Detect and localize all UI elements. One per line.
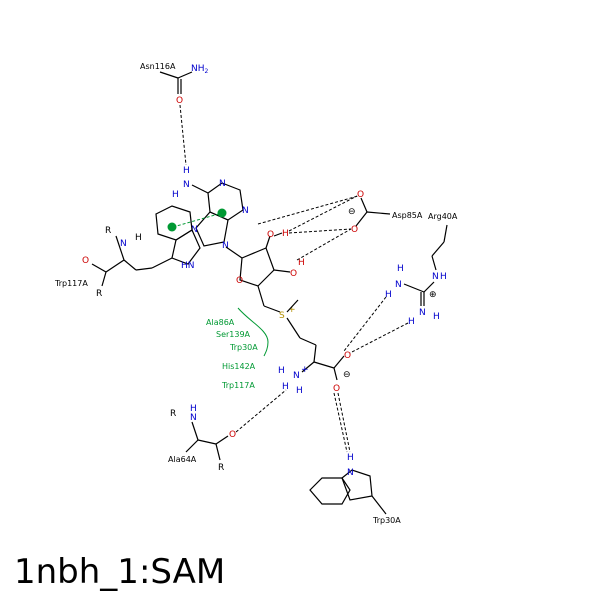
ribose-h3: H xyxy=(282,229,289,239)
asn116-label: Asn116A xyxy=(140,62,176,71)
hydrophobic-his142: His142A xyxy=(222,362,256,371)
hbond-asp85-b xyxy=(288,228,352,234)
sulfur-charge: + xyxy=(288,305,296,315)
residue-arg40: Arg40A N H H N H N H H ⊕ xyxy=(385,212,458,327)
trp117-indole-nh: HN xyxy=(181,261,195,271)
arg40-h1: H xyxy=(397,264,404,274)
hbond-asp85-c xyxy=(296,228,352,261)
amine-h2: H xyxy=(282,382,289,392)
ala64-oxygen: O xyxy=(229,430,236,440)
hydrophobic-ser139: Ser139A xyxy=(216,330,251,339)
hbond-asp85-a xyxy=(288,195,358,232)
hbond-ala64 xyxy=(235,389,287,433)
ribose: O O H O H xyxy=(225,229,305,313)
hydrophobic-contacts: Ala86A Ser139A Trp30A His142A Trp117A xyxy=(206,307,269,390)
arg40-nh1: N xyxy=(395,280,402,290)
hydrophobic-trp117: Trp117A xyxy=(221,381,255,390)
ala64-r2: R xyxy=(218,463,224,473)
arg40-h4: H xyxy=(408,317,415,327)
hydrophobic-arc xyxy=(237,307,269,357)
adenine: H N H N N N N xyxy=(172,166,249,251)
ala64-n: N xyxy=(190,413,197,423)
trp117-r1: R xyxy=(105,226,111,236)
residue-asn116: Asn116A NH2 O xyxy=(140,62,209,106)
arg40-ne: N xyxy=(432,272,439,282)
trp30-indole-n: N xyxy=(347,468,354,478)
residue-trp117: HN R N H O R Trp117A xyxy=(54,205,201,299)
pi-center-adenine xyxy=(217,208,227,218)
hbond-arg40-a xyxy=(343,296,387,352)
carboxyl-o1: O xyxy=(344,351,351,361)
carboxyl-o2: O xyxy=(333,384,340,394)
asn116-oxygen: O xyxy=(176,96,183,106)
trp117-n: N xyxy=(120,239,127,249)
hbond-asp85-d xyxy=(257,195,359,225)
trp117-label: Trp117A xyxy=(54,279,88,288)
arg40-nh2: N xyxy=(419,308,426,318)
pi-center-trp xyxy=(167,222,177,232)
trp30-indole-h: H xyxy=(347,453,354,463)
arg40-h3: H xyxy=(433,312,440,322)
pi-stacking xyxy=(167,208,227,232)
asn116-nh2-label: NH2 xyxy=(191,64,209,75)
ribose-o2: O xyxy=(290,269,297,279)
asp85-label: Asp85A xyxy=(392,211,423,220)
ribose-o4: O xyxy=(236,276,243,286)
residue-trp30: N H Trp30A xyxy=(309,453,401,525)
arg40-charge: ⊕ xyxy=(429,290,437,300)
ala64-h: H xyxy=(190,404,197,414)
amine-h1: H xyxy=(278,366,285,376)
adenine-n6: N xyxy=(183,180,190,190)
ala64-r1: R xyxy=(170,409,176,419)
amine-charge: + xyxy=(301,365,309,375)
trp117-h: H xyxy=(135,233,142,243)
ribose-h2: H xyxy=(298,258,305,268)
arg40-label: Arg40A xyxy=(428,212,458,221)
adenine-n7: N xyxy=(191,225,198,235)
residue-asp85: O O ⊖ Asp85A xyxy=(348,190,423,235)
hbond-trp30 xyxy=(337,392,351,453)
arg40-h2: H xyxy=(385,290,392,300)
arg40-ne-h: H xyxy=(440,272,447,282)
page-title: 1nbh_1:SAM xyxy=(14,552,226,592)
hydrophobic-trp30: Trp30A xyxy=(229,343,258,352)
trp30-label: Trp30A xyxy=(372,516,401,525)
adenine-n3: N xyxy=(242,206,249,216)
ala64-label: Ala64A xyxy=(168,455,197,464)
hbond-arg40-b xyxy=(349,322,409,354)
carboxyl-charge: ⊖ xyxy=(343,370,351,380)
trp117-oxygen: O xyxy=(82,256,89,266)
adenine-h2: H xyxy=(172,190,179,200)
trp117-r2: R xyxy=(96,289,102,299)
amine-n: N xyxy=(293,371,300,381)
sulfur-atom: S xyxy=(279,311,285,321)
adenine-n1: N xyxy=(219,179,226,189)
hbond-asn116 xyxy=(179,104,187,166)
residue-ala64: R N H O R Ala64A xyxy=(168,404,236,473)
asp85-o2: O xyxy=(351,225,358,235)
methionine-chain: S + O O ⊖ H N + H H xyxy=(278,299,351,396)
hydrophobic-ala86: Ala86A xyxy=(206,318,235,327)
adenine-n9: N xyxy=(222,241,229,251)
hbond-trp30-b xyxy=(333,392,348,453)
adenine-h1: H xyxy=(183,166,190,176)
amine-h3: H xyxy=(296,386,303,396)
asp85-charge: ⊖ xyxy=(348,207,356,217)
asp85-o1: O xyxy=(357,190,364,200)
ribose-o3: O xyxy=(267,230,274,240)
